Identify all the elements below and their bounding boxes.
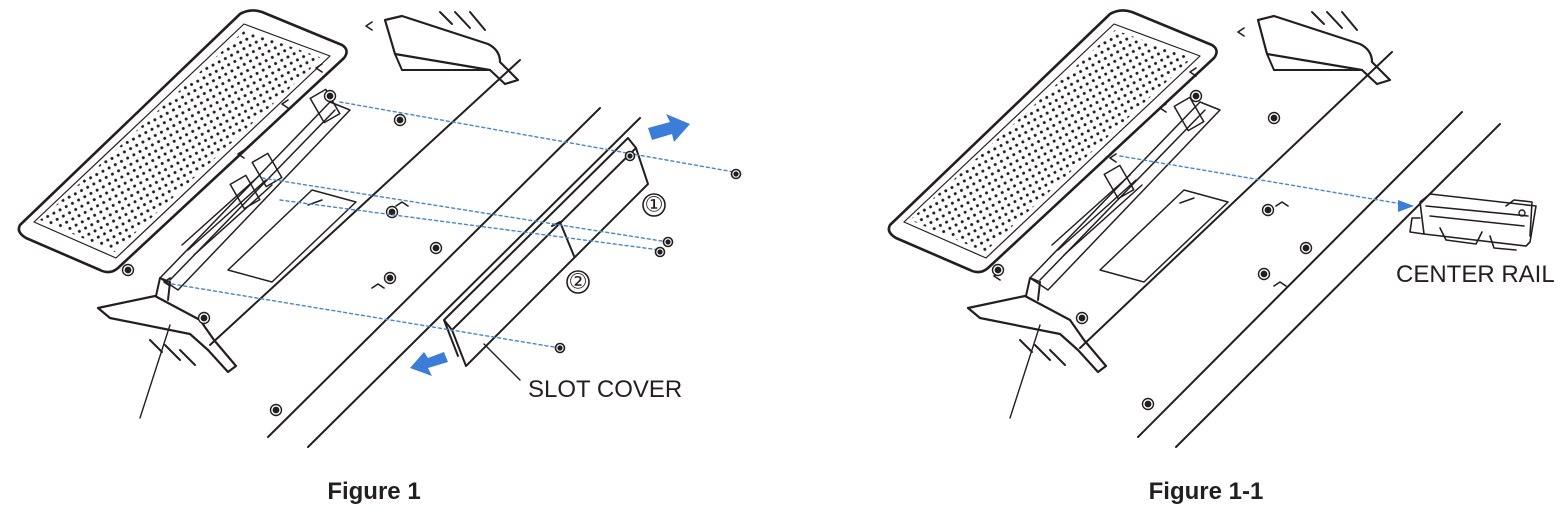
display-edge [1079, 51, 1393, 349]
step-1-label: ① [645, 194, 664, 217]
slot-cover-leader [483, 343, 521, 381]
guide-line [1119, 155, 1409, 206]
side-bracket [1029, 96, 1221, 291]
top-handle [383, 11, 520, 86]
label-plate [227, 189, 357, 283]
right-arrow-icon [648, 114, 690, 142]
display-edge [1009, 324, 1041, 419]
slot-cover-callout: SLOT COVER [528, 376, 682, 403]
display-edge [139, 324, 171, 419]
step-2-label: ② [569, 271, 588, 294]
figure-1-caption: Figure 1 [327, 478, 420, 505]
bottom-handle [966, 277, 1108, 374]
figure-1 [17, 9, 742, 448]
display-edge [267, 107, 601, 438]
label-plate [1099, 189, 1229, 283]
top-handle [1256, 11, 1392, 86]
display-edge [307, 117, 641, 448]
step-2: ② [566, 270, 590, 294]
display-edge [1175, 123, 1501, 448]
display-edge [209, 59, 521, 346]
bottom-handle [96, 277, 238, 374]
display-edge [1137, 111, 1463, 438]
figure-1-1-caption: Figure 1-1 [1149, 478, 1264, 505]
center-rail [1409, 193, 1537, 251]
right-arrow-icon [1398, 200, 1414, 212]
vent-panel [17, 9, 348, 274]
center-rail-callout: CENTER RAIL [1396, 261, 1555, 288]
figure-1-1 [887, 9, 1537, 448]
step-1: ① [642, 193, 666, 217]
slot-cover [443, 137, 649, 367]
side-bracket [159, 88, 351, 291]
guide-lines [171, 101, 735, 349]
left-arrow-icon [410, 352, 448, 376]
vent-panel [887, 9, 1218, 274]
